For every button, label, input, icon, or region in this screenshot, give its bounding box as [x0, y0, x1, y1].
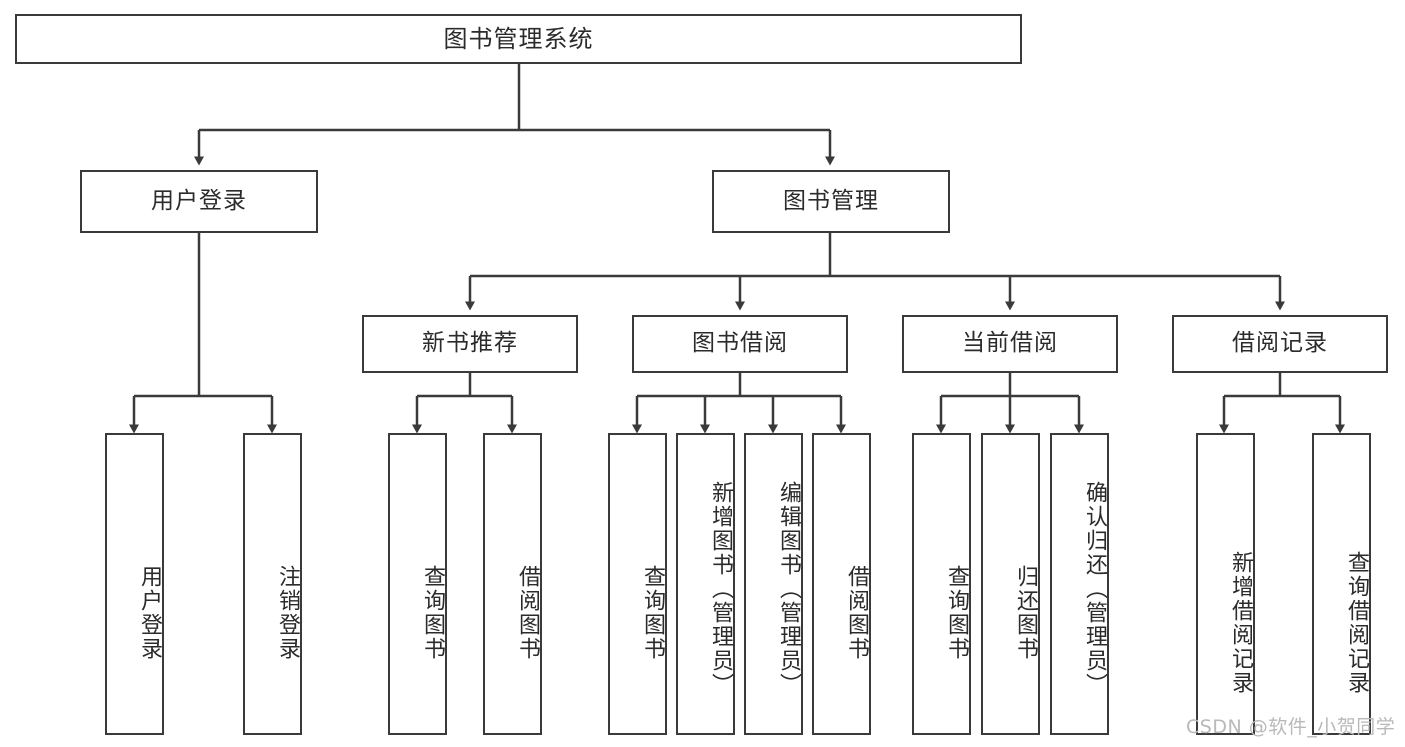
leaf-borrow-query-book[interactable]: 查询图书 — [608, 433, 667, 735]
leaf-user-logout[interactable]: 注销登录 — [243, 433, 302, 735]
node-label: 借阅记录 — [1232, 330, 1328, 357]
node-label: 查询图书 — [944, 565, 969, 661]
leaf-user-login[interactable]: 用户登录 — [105, 433, 164, 735]
node-label: 新增借阅记录 — [1228, 551, 1253, 695]
leaf-current-return-book[interactable]: 归还图书 — [981, 433, 1040, 735]
leaf-recommend-query-book[interactable]: 查询图书 — [388, 433, 447, 735]
node-label: 查询借阅记录 — [1344, 551, 1369, 695]
node-label: 注销登录 — [275, 565, 300, 661]
node-label: 新书推荐 — [422, 330, 518, 357]
node-label: 用户登录 — [137, 565, 162, 661]
leaf-current-confirm-return-admin[interactable]: 确认归还（管理员） — [1050, 433, 1109, 735]
watermark: CSDN @软件_小贺同学 — [1186, 716, 1396, 738]
node-label: 查询图书 — [420, 565, 445, 661]
node-label: 新增图书（管理员） — [708, 481, 733, 697]
node-root-library-system[interactable]: 图书管理系统 — [15, 14, 1022, 64]
node-label: 编辑图书（管理员） — [776, 481, 801, 697]
leaf-borrow-add-book-admin[interactable]: 新增图书（管理员） — [676, 433, 735, 735]
node-label: 当前借阅 — [962, 330, 1058, 357]
node-borrow-record[interactable]: 借阅记录 — [1172, 315, 1388, 373]
leaf-recommend-borrow-book[interactable]: 借阅图书 — [483, 433, 542, 735]
node-label: 用户登录 — [151, 187, 247, 214]
node-label: 图书借阅 — [692, 330, 788, 357]
node-label: 图书管理 — [783, 187, 879, 214]
leaf-record-query-borrow-record[interactable]: 查询借阅记录 — [1312, 433, 1371, 735]
node-user-login[interactable]: 用户登录 — [80, 170, 318, 233]
leaf-borrow-borrow-book[interactable]: 借阅图书 — [812, 433, 871, 735]
node-new-book-recommend[interactable]: 新书推荐 — [362, 315, 578, 373]
node-book-management[interactable]: 图书管理 — [712, 170, 950, 233]
leaf-borrow-edit-book-admin[interactable]: 编辑图书（管理员） — [744, 433, 803, 735]
node-book-borrow[interactable]: 图书借阅 — [632, 315, 848, 373]
leaf-record-add-borrow-record[interactable]: 新增借阅记录 — [1196, 433, 1255, 735]
node-label: 归还图书 — [1013, 565, 1038, 661]
node-label: 借阅图书 — [844, 565, 869, 661]
node-label: 图书管理系统 — [443, 24, 594, 53]
node-label: 确认归还（管理员） — [1082, 481, 1107, 697]
node-label: 借阅图书 — [515, 565, 540, 661]
node-current-borrow[interactable]: 当前借阅 — [902, 315, 1118, 373]
node-label: 查询图书 — [640, 565, 665, 661]
leaf-current-query-book[interactable]: 查询图书 — [912, 433, 971, 735]
